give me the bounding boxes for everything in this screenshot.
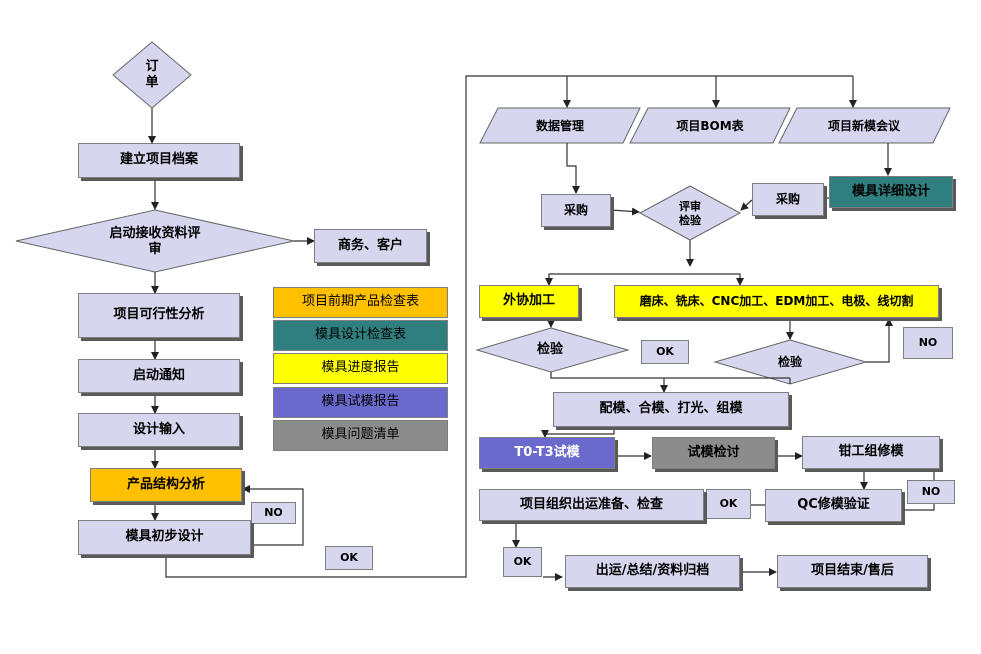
ok-label-2: OK	[641, 340, 689, 364]
start-notice-box: 启动通知	[78, 359, 240, 393]
detailed-design-box: 模具详细设计	[829, 176, 953, 208]
order-label: 订 单	[145, 58, 159, 90]
ship-archive-box: 出运/总结/资料归档	[565, 555, 740, 588]
legend-item-trial-report: 模具试模报告	[273, 387, 448, 418]
no-label-1: NO	[251, 502, 296, 524]
outsource-box: 外协加工	[479, 285, 579, 318]
new-mold-meeting-label: 项目新模会议	[827, 118, 900, 133]
purchase-box-1: 采购	[541, 194, 611, 227]
ok-label-4: OK	[503, 547, 542, 577]
bom-label: 项目BOM表	[676, 118, 744, 133]
legend-item-progress-report: 模具进度报告	[273, 353, 448, 384]
inspect-2-label: 检验	[777, 354, 802, 369]
inspect-1-label: 检验	[536, 341, 563, 357]
build-archive-box: 建立项目档案	[78, 143, 240, 178]
business-customer-box: 商务、客户	[314, 229, 427, 263]
product-structure-box: 产品结构分析	[90, 468, 242, 502]
review-check-label: 评审 检验	[679, 200, 701, 227]
design-input-box: 设计输入	[78, 413, 240, 447]
trial-box: T0-T3试模	[479, 437, 615, 469]
new-mold-meeting-parallelogram	[778, 107, 951, 144]
ship-prep-box: 项目组织出运准备、检查	[479, 489, 704, 521]
legend-item-design-check: 模具设计检查表	[273, 320, 448, 351]
project-end-box: 项目结束/售后	[777, 555, 928, 588]
data-management-label: 数据管理	[535, 118, 584, 133]
bom-parallelogram	[629, 107, 791, 144]
feasibility-box: 项目可行性分析	[78, 293, 240, 338]
data-management-parallelogram	[479, 107, 641, 144]
mold-initial-design-box: 模具初步设计	[78, 520, 251, 555]
legend-item-issue-list: 模具问题清单	[273, 420, 448, 451]
no-label-2: NO	[903, 327, 953, 359]
ok-label-3: OK	[706, 489, 751, 519]
machining-box: 磨床、铣床、CNC加工、EDM加工、电极、线切割	[614, 285, 939, 318]
no-label-3: NO	[907, 480, 955, 504]
legend-item-product-check: 项目前期产品检查表	[273, 287, 448, 318]
fit-mold-box: 配模、合模、打光、组模	[553, 392, 789, 427]
trial-review-box: 试模检讨	[652, 437, 775, 469]
fitter-repair-box: 钳工组修模	[802, 436, 940, 469]
purchase-box-2: 采购	[752, 183, 824, 216]
qc-verify-box: QC修模验证	[765, 489, 902, 522]
ok-label-1: OK	[325, 546, 373, 570]
start-review-label: 启动接收资料评 审	[109, 225, 201, 257]
